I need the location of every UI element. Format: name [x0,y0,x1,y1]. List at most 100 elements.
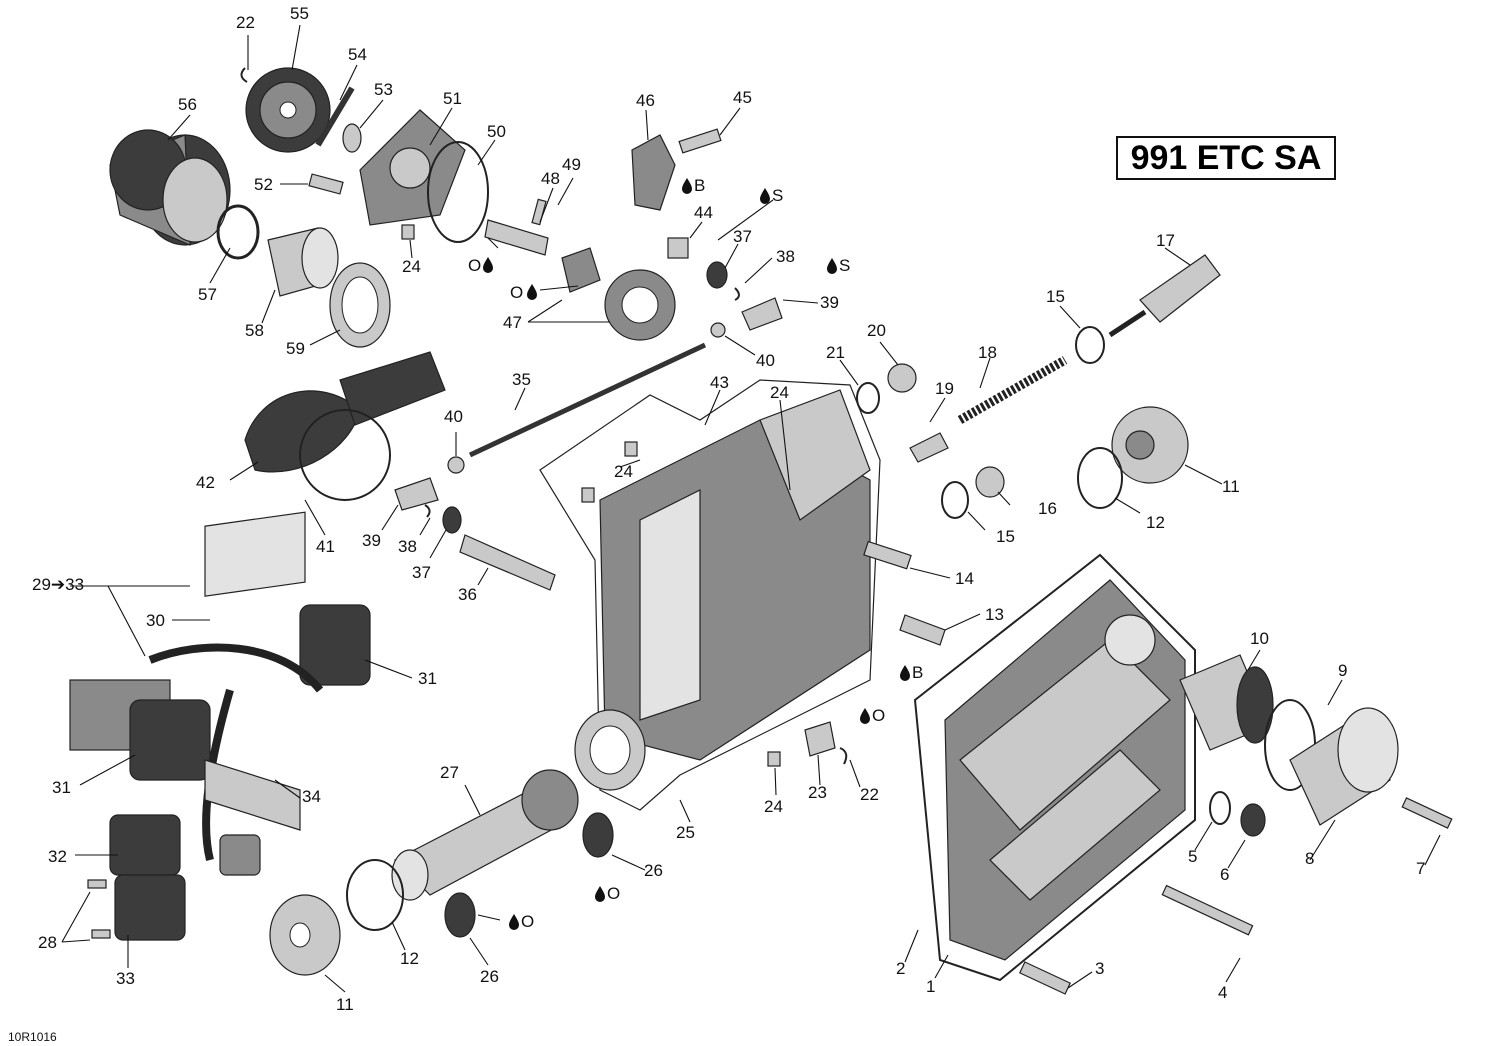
callout-47: 47 [503,313,522,332]
part-13-fitting [899,614,946,646]
part-28-screw-lower [91,929,111,939]
part-24-dowel-top [624,441,638,457]
part-48-shaft [484,219,549,256]
callout-43: 43 [710,373,729,392]
callout-31-right: 31 [418,669,437,688]
part-7-screw [1401,797,1453,829]
callout-12-lower: 12 [400,949,419,968]
oil-drop-icon [827,258,837,274]
oil-drop-icon [483,257,493,273]
model-code-box: 991 ETC SA [1116,136,1336,180]
svg-text:O: O [872,706,885,725]
oil-drop-icon [860,708,870,724]
part-35-rod [468,342,707,458]
part-26-seal-upper [582,812,614,858]
callout-24-body: 24 [770,383,789,402]
callout-28: 28 [38,933,57,952]
callout-48: 48 [541,169,560,188]
part-53-washer [342,123,362,153]
part-54-pin [315,86,355,147]
svg-text:S: S [772,186,783,205]
part-3-screw [1019,961,1071,995]
lube-b-lever: B [682,176,705,195]
lube-o-rotor: O [510,283,537,302]
lube-o-seal-lower: O [509,912,534,931]
part-16-plug [975,466,1005,498]
callout-31-left: 31 [52,778,71,797]
callout-6: 6 [1220,865,1229,884]
callout-30: 30 [146,611,165,630]
callout-22-top: 22 [236,13,255,32]
callout-56: 56 [178,95,197,114]
svg-text:O: O [521,912,534,931]
part-57-circlip [216,204,260,260]
svg-text:B: B [912,663,923,682]
callout-26-upper: 26 [644,861,663,880]
callout-18: 18 [978,343,997,362]
part-24-dowel [401,224,415,240]
part-5-o-ring [1209,791,1231,825]
part-27-valve-spool [391,769,579,901]
callout-58: 58 [245,321,264,340]
callout-5: 5 [1188,847,1197,866]
svg-text:B: B [694,176,705,195]
svg-text:S: S [839,256,850,275]
part-23-bushing [804,721,836,757]
part-58-bearing [267,227,339,297]
part-56-gear-sleeve [109,129,231,246]
callout-24-upper: 24 [402,257,421,276]
callout-54: 54 [348,45,367,64]
callout-29-33: 29➔33 [32,575,84,594]
callout-11-upper: 11 [1222,477,1240,496]
callout-9: 9 [1338,661,1347,680]
callout-labels: 22 55 54 53 56 51 50 52 48 49 46 45 44 2… [32,4,1425,1014]
lube-s-plunger: S [827,256,850,275]
part-55-gear [245,67,331,153]
callout-51: 51 [443,89,462,108]
callout-12-upper: 12 [1146,513,1165,532]
part-41-clamp [299,409,391,501]
callout-38-left: 38 [398,537,417,556]
callout-21: 21 [826,343,845,362]
part-50-o-ring [427,141,489,243]
callout-42: 42 [196,473,215,492]
callout-15-upper: 15 [1046,287,1065,306]
part-12-o-ring-lower [346,859,404,931]
callout-19: 19 [935,379,954,398]
part-34-bracket [204,759,301,831]
part-26-seal-lower [444,892,476,938]
callout-10: 10 [1250,629,1269,648]
part-42-boot [244,351,446,473]
callout-37-top: 37 [733,227,752,246]
part-22-clip-upper [240,67,248,83]
lube-s-pin: S [760,186,783,205]
part-31-solenoid-assembly [69,511,371,861]
part-46-lever [631,134,676,211]
callout-16: 16 [1038,499,1057,518]
callout-49: 49 [562,155,581,174]
callout-15-lower: 15 [996,527,1015,546]
callout-23: 23 [808,783,827,802]
callout-14: 14 [955,569,974,588]
callout-2: 2 [896,959,905,978]
callout-20: 20 [867,321,886,340]
part-40-nut-top [710,322,726,338]
part-21-washer [856,382,880,414]
callout-40-left: 40 [444,407,463,426]
callout-25: 25 [676,823,695,842]
part-28-screw-upper [87,879,107,889]
part-19-plunger [909,432,949,463]
svg-text:O: O [510,283,523,302]
lube-o-bushing: O [860,706,885,725]
callout-44: 44 [694,203,713,222]
reference-code: 10R1016 [8,1030,57,1044]
callout-45: 45 [733,88,752,107]
callout-35: 35 [512,370,531,389]
part-51-cover [359,109,466,226]
callout-22-lower: 22 [860,785,879,804]
lube-b-fitting: B [900,663,923,682]
oil-drop-icon [682,178,692,194]
callout-59: 59 [286,339,305,358]
lube-o-shaft: O [468,256,493,275]
callout-52: 52 [254,175,273,194]
